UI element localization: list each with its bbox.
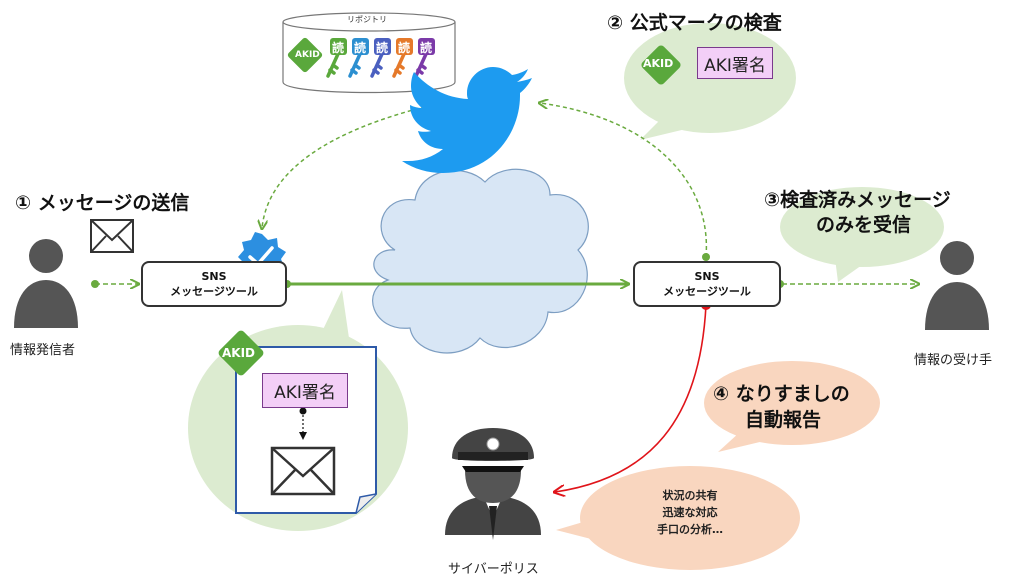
receiver-tool-line1: SNS (694, 270, 720, 283)
key-icon (370, 38, 391, 78)
connector-dot (299, 407, 307, 415)
connector-dot (91, 280, 99, 288)
key-label: 読 (420, 41, 433, 55)
mail-envelope-icon (90, 219, 134, 253)
key-icon (348, 38, 369, 78)
sender-tool-line1: SNS (201, 270, 227, 283)
step1-title: ① メッセージの送信 (15, 192, 190, 214)
repository-akid-diamond (287, 37, 323, 73)
sender-label: 情報発信者 (10, 343, 76, 358)
step4-title-line1: ④ なりすましの (713, 383, 850, 405)
key-icon (414, 38, 435, 78)
report-arrow (555, 304, 707, 492)
connector-dot (702, 253, 710, 261)
police-bubble-line3: 手口の分析… (657, 523, 723, 536)
repository-to-sender-arrow (262, 104, 433, 228)
sender-person-icon (14, 239, 78, 328)
police-officer-icon (445, 428, 541, 540)
key-icon (326, 38, 347, 78)
document-akid-diamond (218, 330, 264, 376)
receiver-sns-tool: SNS メッセージツール (633, 261, 781, 307)
key-icon (392, 38, 413, 78)
document-mail-icon (270, 446, 336, 496)
key-label: 読 (398, 41, 411, 55)
bubble-step4 (704, 361, 880, 452)
document-akid-label: AKID (222, 346, 256, 360)
sender-tool-line2: メッセージツール (170, 285, 258, 298)
bubble-step2 (624, 23, 796, 140)
police-label: サイバーポリス (448, 562, 539, 577)
step4-title-line2: 自動報告 (745, 409, 822, 431)
receiver-person-icon (925, 241, 989, 330)
sender-sns-tool: SNS メッセージツール (141, 261, 287, 307)
police-bubble-text: 状況の共有 迅速な対応 手口の分析… (630, 487, 750, 538)
step3-title-line1: ③検査済みメッセージ (764, 189, 951, 211)
step2-title: ② 公式マークの検査 (607, 12, 782, 34)
check-akid-diamond (641, 45, 681, 85)
repository-keys (326, 38, 435, 78)
police-bubble-line2: 迅速な対応 (662, 506, 718, 519)
repository-label: リポジトリ (347, 15, 387, 24)
receiver-to-repository-arrow (540, 103, 708, 258)
check-akid-label: AKID (643, 57, 674, 70)
twitter-bird-icon (402, 67, 532, 173)
internet-cloud (372, 168, 589, 354)
step3-title-line2: のみを受信 (816, 214, 912, 236)
bubble-police (556, 466, 800, 570)
key-label: 読 (354, 41, 367, 55)
check-signature-label: AKI署名 (697, 47, 773, 79)
key-label: 読 (332, 41, 345, 55)
receiver-tool-line2: メッセージツール (663, 285, 751, 298)
key-label: 読 (376, 41, 389, 55)
police-bubble-line1: 状況の共有 (662, 489, 718, 502)
receiver-label: 情報の受け手 (914, 353, 993, 368)
bubble-step3 (780, 187, 944, 282)
document-signature-label: AKI署名 (262, 373, 348, 408)
repository-akid-label: AKID (295, 50, 320, 60)
